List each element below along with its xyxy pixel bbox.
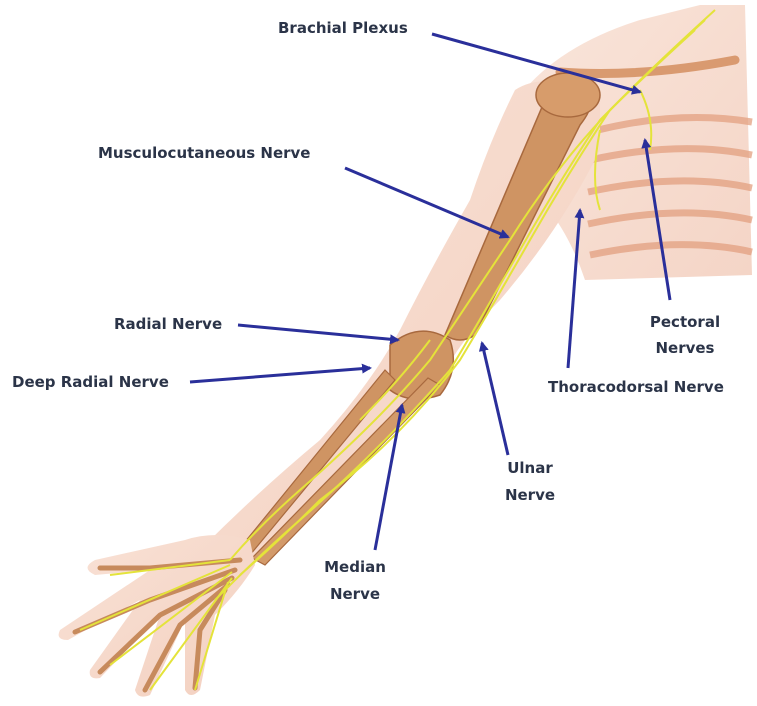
arrow-radial [238,325,398,340]
label-radial-nerve: Radial Nerve [114,312,222,336]
arrow-deep-radial [190,368,370,382]
label-ulnar-line2: Nerve [490,483,570,507]
label-pectoral-line2: Nerves [640,336,730,360]
label-ulnar-line1: Ulnar [490,456,570,480]
label-musculocutaneous-nerve: Musculocutaneous Nerve [98,141,310,165]
arrow-ulnar [482,343,508,455]
label-brachial-plexus: Brachial Plexus [278,16,408,40]
label-thoracodorsal-nerve: Thoracodorsal Nerve [548,375,724,399]
label-median-line1: Median [315,555,395,579]
label-median-line2: Nerve [315,582,395,606]
radius-bone [240,370,395,555]
label-deep-radial-nerve: Deep Radial Nerve [12,370,169,394]
label-pectoral-line1: Pectoral [640,310,730,334]
